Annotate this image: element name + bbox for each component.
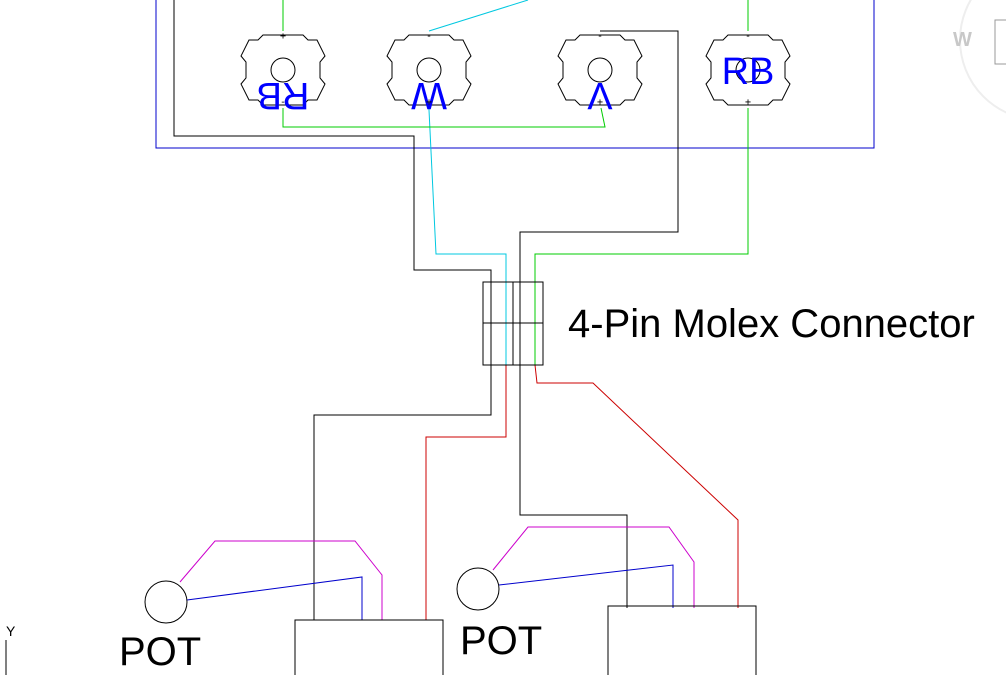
molex-connector [482,281,544,366]
pin-bottom: + [745,97,751,108]
wire-magenta-left [179,540,383,620]
wire-green-right [534,108,749,365]
led-board-outline [155,0,875,149]
led-rb-right: RB - + [705,31,791,108]
pot-right-body [607,605,757,675]
led-rb-left: RB + - [240,31,326,116]
pot-left-label: POT [119,630,201,674]
wire-cyan [428,0,529,32]
pot-right-label: POT [460,619,542,663]
pot-left-knob [144,580,188,624]
pin-bottom: + [426,97,432,108]
pin-top: - [426,31,432,42]
wire-black-left [173,0,492,620]
pin-top: + [280,31,286,42]
led-w: W - + [386,31,472,116]
led-label: RB [722,51,775,93]
pot-right-knob [456,567,500,611]
wire-black-right [519,30,679,608]
pin-top: - [597,31,603,42]
partial-edge-widget: W [953,0,1006,114]
led-label: V [587,74,613,116]
pin-bottom: + [597,97,603,108]
led-v: V - + [557,31,643,116]
led-label: RB [257,74,310,116]
partial-edge-text: W [953,29,972,51]
axis-indicator: Y [6,623,16,639]
wire-red-left [425,365,507,620]
pin-bottom: - [280,97,286,108]
wire-magenta-right [492,526,695,608]
pin-top: - [745,31,751,42]
molex-connector-label: 4-Pin Molex Connector [568,302,975,346]
wire-green-bottom [282,107,606,128]
wire-blue-right [498,564,674,608]
led-label: W [411,74,447,116]
wire-blue-left [186,576,363,620]
wire-red-right [534,364,739,608]
pot-left-body [294,619,444,675]
wire-cyan-down [428,100,507,365]
